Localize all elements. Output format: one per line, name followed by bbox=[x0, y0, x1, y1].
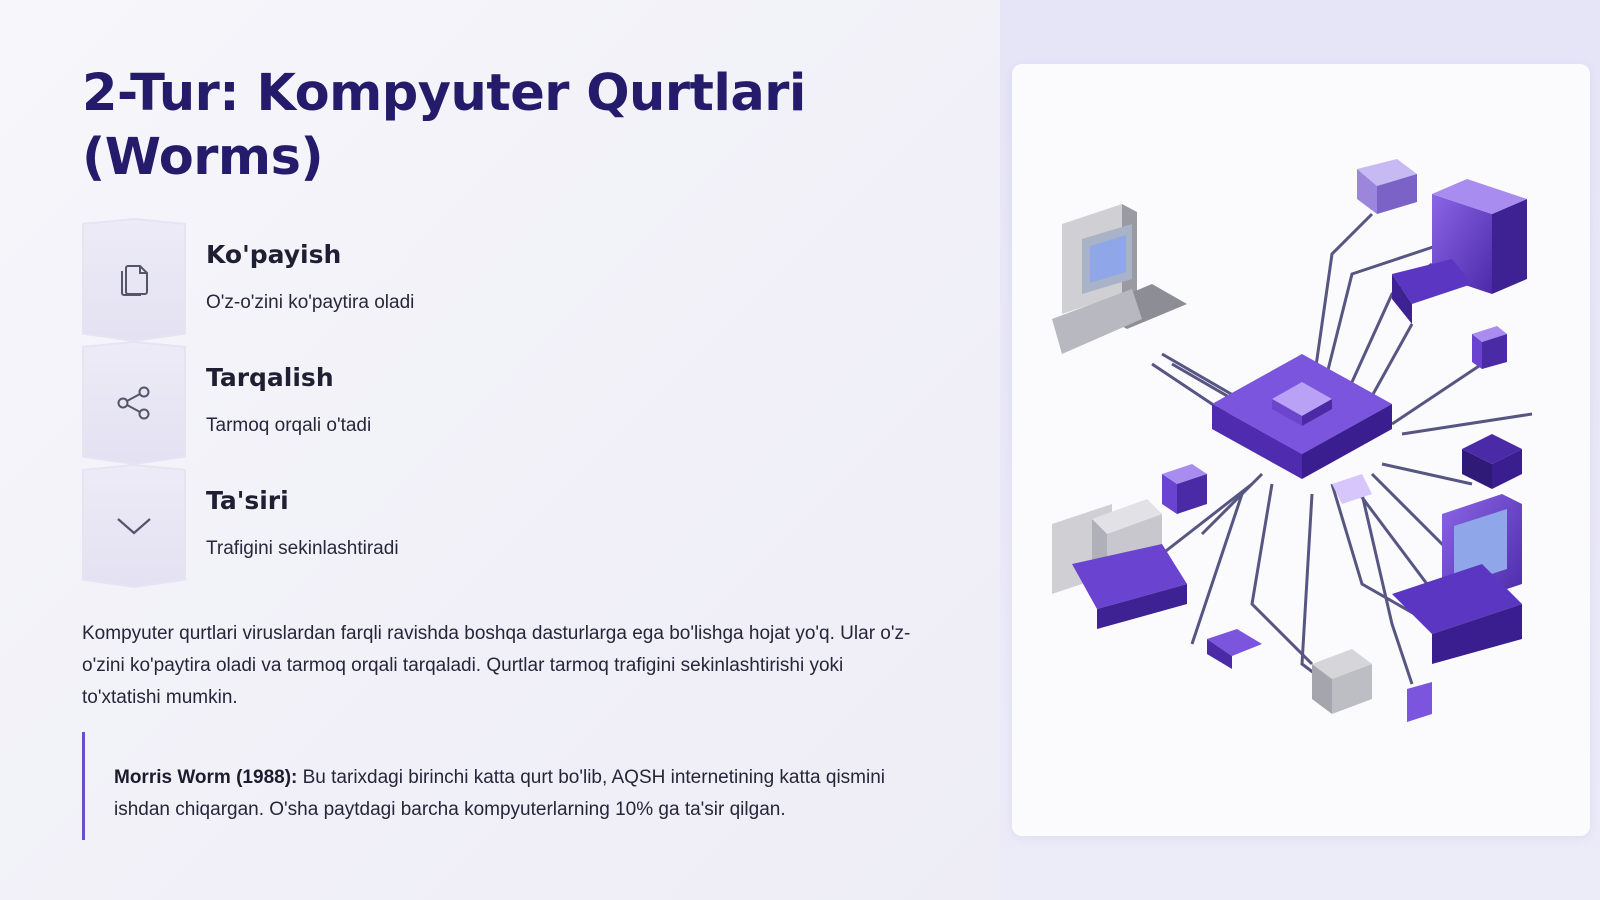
feature-title: Ta'siri bbox=[206, 486, 289, 515]
server-top-right bbox=[1357, 159, 1527, 324]
feature-description: Trafigini sekinlashtiradi bbox=[206, 538, 399, 559]
quote-label: Morris Worm (1988): bbox=[114, 767, 298, 788]
feature-badge bbox=[82, 341, 186, 465]
description-paragraph: Kompyuter qurtlari viruslardan farqli ra… bbox=[82, 623, 911, 708]
slide-title: 2-Tur: Kompyuter Qurtlari (Worms) bbox=[82, 64, 806, 187]
small-devices bbox=[1162, 326, 1522, 722]
feature-badge bbox=[82, 464, 186, 588]
computer-bottom-right bbox=[1392, 494, 1522, 664]
feature-title: Tarqalish bbox=[206, 363, 334, 392]
hub-server bbox=[1212, 354, 1392, 479]
share-network-icon bbox=[117, 386, 150, 420]
network-diagram-image bbox=[1052, 159, 1533, 722]
network-illustration bbox=[1012, 64, 1590, 836]
feature-item-share: Tarqalish Tarmoq orqali o'tadi bbox=[82, 341, 782, 465]
copy-icon bbox=[121, 265, 148, 296]
feature-badge bbox=[82, 218, 186, 342]
quote-text: Morris Worm (1988): Bu tarixdagi birinch… bbox=[114, 762, 914, 826]
feature-item-impact: Ta'siri Trafigini sekinlashtiradi bbox=[82, 464, 782, 588]
quote-block: Morris Worm (1988): Bu tarixdagi birinch… bbox=[82, 732, 915, 840]
chevron-down-icon bbox=[117, 518, 151, 535]
feature-item-copy: Ko'payish O'z-o'zini ko'paytira oladi bbox=[82, 218, 782, 342]
feature-description: O'z-o'zini ko'paytira oladi bbox=[206, 292, 415, 313]
feature-title: Ko'payish bbox=[206, 240, 342, 269]
feature-description: Tarmoq orqali o'tadi bbox=[206, 415, 372, 436]
computer-bottom-left bbox=[1052, 499, 1187, 629]
quote-body: Bu tarixdagi birinchi katta qurt bo'lib,… bbox=[114, 767, 886, 820]
computer-top-left bbox=[1052, 204, 1187, 354]
